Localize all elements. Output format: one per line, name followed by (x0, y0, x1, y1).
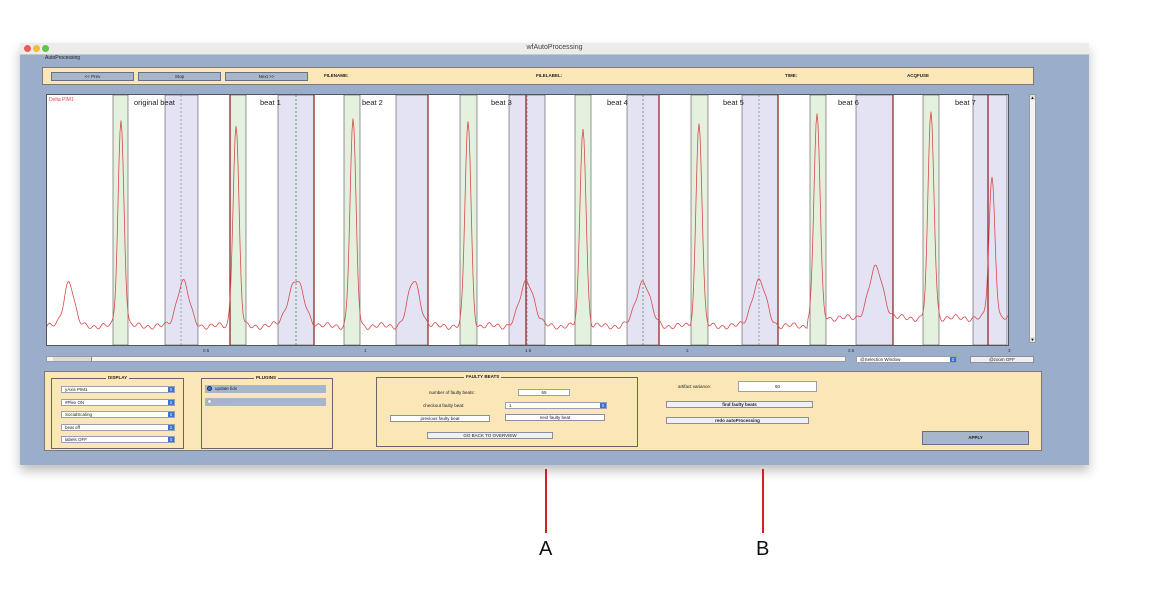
radio-update-fids[interactable]: update fids (205, 385, 326, 393)
checkout-faulty-value: 1 (509, 403, 512, 408)
window-title: wfAutoProcessing (526, 44, 583, 51)
artifact-band (164, 95, 199, 345)
faulty-count-label: number of faulty beats: (429, 390, 475, 395)
fiducial-band (574, 95, 592, 345)
beat-label: beat 5 (723, 98, 744, 107)
display-select-value: #Plex ON (65, 399, 85, 405)
x-tick-label: 1 (364, 348, 367, 353)
plugins-group: PLUGINS update fids Load File (201, 375, 333, 449)
chevron-down-icon: ⇕ (168, 424, 174, 430)
display-select-value: labels OFF (65, 437, 88, 442)
horizontal-scrollbar[interactable] (46, 356, 846, 362)
minimize-window-button[interactable] (33, 45, 40, 52)
previous-faulty-button[interactable]: previous faulty beat (390, 415, 490, 422)
x-tick-label: 3 (1008, 348, 1011, 353)
chevron-down-icon: ⇕ (168, 437, 174, 442)
fiducial-band (922, 95, 940, 345)
display-select[interactable]: labels OFF ⇕ (61, 436, 175, 443)
callout-label-b: B (756, 538, 770, 560)
plugins-title: PLUGINS (254, 375, 279, 380)
display-select[interactable]: #Plex ON ⇕ (61, 398, 175, 406)
display-select-value: beat off (65, 424, 80, 430)
radio-icon (207, 399, 212, 404)
beat-label: beat 7 (955, 98, 976, 107)
horizontal-scroll-thumb[interactable] (53, 357, 92, 361)
selection-window-value: @Selection Window (860, 357, 901, 362)
title-bar: wfAutoProcessing (20, 43, 1089, 55)
fiducial-band (690, 95, 709, 345)
zoom-button[interactable]: @zoom OFF (970, 356, 1034, 363)
signal-plot-svg (47, 95, 1008, 345)
acqfuse-label: ACQFUSE (907, 73, 930, 78)
x-tick-label: 0.5 (203, 348, 210, 353)
beat-label: original beat (134, 98, 175, 107)
beat-label: beat 1 (260, 98, 281, 107)
faulty-count-field: 65 (518, 389, 570, 396)
chevron-down-icon: ⇕ (168, 387, 174, 392)
x-tick-label: 2.5 (848, 348, 855, 353)
chevron-down-icon: ⇕ (168, 399, 174, 405)
close-window-button[interactable] (24, 45, 31, 52)
display-select-value: yAxis PIM1 (65, 387, 88, 392)
display-select-value: SocialScaling (65, 412, 93, 417)
toolbar: << Prev Stop Next >> FILENAME: FILELABEL… (42, 67, 1034, 85)
scroll-down-icon[interactable]: ▼ (1030, 337, 1035, 342)
checkout-label: checkout faulty beat: (423, 403, 465, 408)
x-tick-label: 2 (686, 348, 689, 353)
time-label: TIME: (785, 73, 798, 78)
artifact-band (741, 95, 779, 345)
scroll-up-icon[interactable]: ▲ (1030, 95, 1035, 100)
callout-line-a (545, 469, 547, 533)
callout-label-a: A (539, 538, 553, 560)
artifact-band (395, 95, 429, 345)
radio-load-file[interactable]: Load File (205, 398, 326, 406)
find-faulty-beats-button[interactable]: find faulty beats (666, 401, 813, 408)
artifact-band (972, 95, 1008, 345)
selection-window-select[interactable]: @Selection Window ⇕ (856, 356, 957, 363)
display-select[interactable]: beat off ⇕ (61, 423, 175, 431)
display-group: DISPLAY yAxis PIM1⇕#Plex ON⇕SocialScalin… (51, 375, 184, 449)
zoom-window-button[interactable] (42, 45, 49, 52)
signal-plot[interactable]: Delta PIM1 original beat beat 1 beat 2 beat… (46, 94, 1009, 346)
chevron-down-icon: ⇕ (950, 357, 956, 362)
beat-label: beat 6 (838, 98, 859, 107)
next-faulty-button[interactable]: next faulty beat (505, 414, 605, 421)
fiducial-band (459, 95, 478, 345)
display-select[interactable]: yAxis PIM1 ⇕ (61, 386, 175, 393)
display-title: DISPLAY (106, 375, 130, 380)
menu-autoprocessing[interactable]: AutoProcessing (45, 55, 81, 61)
stop-button[interactable]: Stop (138, 72, 221, 81)
redo-autoprocessing-button[interactable]: redo autoProcessing (666, 417, 809, 424)
channel-label: Delta PIM1 (49, 97, 74, 103)
prev-button[interactable]: << Prev (51, 72, 134, 81)
beat-label: beat 2 (362, 98, 383, 107)
vertical-scrollbar[interactable]: ▲ ▼ (1029, 94, 1036, 343)
filename-label: FILENAME: (324, 73, 349, 78)
chevron-down-icon: ⇕ (168, 412, 174, 417)
x-tick-label: 1.5 (525, 348, 532, 353)
callout-line-b (762, 469, 764, 533)
apply-button[interactable]: APPLY (922, 431, 1029, 445)
filelabel-label: FILELABEL: (536, 73, 563, 78)
artifact-variance-label: artifact variance: (678, 384, 712, 389)
radio-load-file-label: Load File (215, 399, 234, 404)
checkout-faulty-select[interactable]: 1 ⇕ (505, 402, 607, 409)
go-back-overview-button[interactable]: GO BACK TO OVERVIEW (427, 432, 553, 439)
fiducial-band (112, 95, 129, 345)
artifact-variance-field[interactable]: 60 (738, 381, 817, 392)
display-select[interactable]: SocialScaling ⇕ (61, 411, 175, 418)
beat-label: beat 4 (607, 98, 628, 107)
chevron-down-icon: ⇕ (600, 403, 606, 408)
beat-label: beat 3 (491, 98, 512, 107)
faulty-beats-title: FAULTY BEATS (464, 374, 502, 379)
radio-update-fids-label: update fids (215, 386, 238, 391)
faulty-beats-group: FAULTY BEATS number of faulty beats: 65 … (376, 374, 638, 447)
app-window: wfAutoProcessing AutoProcessing << Prev … (20, 43, 1089, 465)
next-button[interactable]: Next >> (225, 72, 308, 81)
control-panel: DISPLAY yAxis PIM1⇕#Plex ON⇕SocialScalin… (44, 371, 1042, 451)
radio-icon (207, 386, 212, 391)
fiducial-band (809, 95, 827, 345)
signal-trace (47, 111, 1008, 330)
